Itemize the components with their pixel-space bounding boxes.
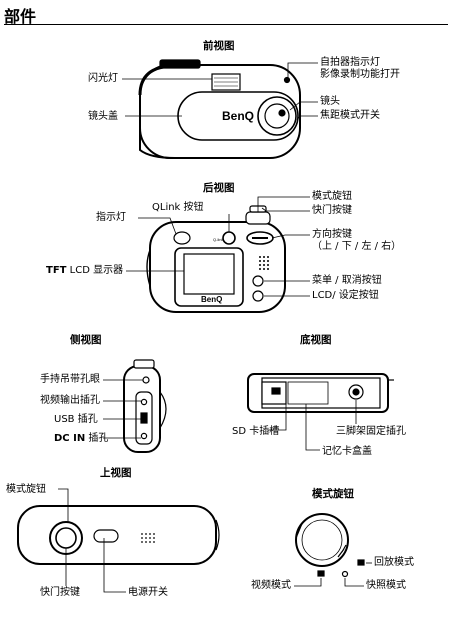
back-brand-logo: BenQ — [201, 295, 222, 304]
label-usb: USB 插孔 — [54, 414, 98, 426]
label-dcin-bold: DC IN — [54, 433, 86, 444]
card-cover-icon — [287, 381, 329, 405]
back-view-heading: 后视图 — [203, 182, 235, 194]
label-lens-cover: 镜头盖 — [88, 111, 118, 122]
label-video-out: 视频输出插孔 — [40, 395, 100, 406]
side-view-camera — [123, 359, 167, 453]
label-flash: 闪光灯 — [88, 73, 118, 84]
title-rule — [4, 24, 448, 25]
label-card-cover: 记忆卡盒盖 — [322, 446, 372, 457]
label-lcd-set: LCD/ 设定按钮 — [312, 290, 379, 301]
lens-icon — [264, 103, 290, 129]
label-dc-in: DC IN 插孔 — [54, 433, 108, 445]
label-top-mode-dial: 模式旋钮 — [6, 484, 46, 495]
dc-in-port — [140, 432, 148, 440]
lcd-screen — [183, 253, 235, 295]
menu-button-icon — [252, 275, 264, 287]
label-mode-dial: 模式旋钮 — [312, 191, 352, 202]
bottom-leader-lines — [268, 395, 357, 451]
speaker-grill — [259, 256, 269, 270]
label-playback-mode: 回放模式 — [374, 557, 414, 568]
label-focus-switch: 焦距模式开关 — [320, 110, 380, 121]
self-timer-led — [283, 76, 291, 84]
label-tft-bold: TFT — [46, 265, 67, 276]
front-brand-logo: BenQ — [222, 109, 254, 123]
lcd-set-button-icon — [252, 290, 264, 302]
side-leader-lines — [103, 379, 143, 439]
bottom-view-heading: 底视图 — [300, 334, 332, 346]
label-tripod: 三脚架固定插孔 — [336, 426, 406, 437]
label-tft-rest: LCD 显示器 — [66, 265, 124, 276]
mode-dial-knob — [245, 211, 271, 225]
label-strap-eyelet: 手持吊带孔眼 — [40, 374, 100, 385]
front-view-camera — [138, 59, 301, 159]
video-out-port — [140, 398, 148, 406]
qlink-tiny-label: Q-link — [213, 237, 223, 242]
label-direction: 方向按键 — [312, 229, 352, 240]
dial-leader-lines — [294, 562, 372, 587]
power-switch-icon — [93, 529, 119, 543]
back-leader-lines — [126, 196, 310, 297]
label-photo-mode: 快照模式 — [366, 580, 406, 591]
label-usb-bold: USB — [54, 414, 75, 425]
label-lens: 镜头 — [320, 96, 340, 107]
strap-eyelet-icon — [142, 376, 150, 384]
label-direction-detail: （上 / 下 / 左 / 右） — [312, 241, 402, 252]
side-view-heading: 侧视图 — [70, 334, 102, 346]
label-tft-lcd: TFT LCD 显示器 — [46, 265, 123, 277]
top-shutter-icon — [55, 527, 77, 549]
video-mode-icon — [317, 570, 325, 577]
label-video-mode: 视频模式 — [251, 580, 291, 591]
indicator-light — [173, 231, 191, 245]
label-self-timer: 自拍器指示灯 — [320, 57, 380, 68]
label-menu: 菜单 / 取消按钮 — [312, 275, 382, 286]
label-power-switch: 电源开关 — [128, 587, 168, 598]
usb-port — [140, 412, 148, 424]
label-top-shutter: 快门按键 — [40, 587, 80, 598]
bottom-view-camera — [247, 373, 394, 413]
top-view-camera — [17, 505, 220, 565]
label-qlink: QLink 按钮 — [152, 202, 204, 213]
back-view-camera — [146, 205, 286, 313]
label-shutter: 快门按键 — [312, 205, 352, 216]
label-sd-slot: SD 卡插槽 — [232, 426, 280, 437]
mode-dial-heading: 模式旋钮 — [312, 488, 354, 500]
label-dcin-rest: 插孔 — [85, 433, 109, 444]
front-view-heading: 前视图 — [203, 40, 235, 52]
photo-mode-icon — [341, 570, 349, 578]
front-leader-lines — [122, 62, 318, 121]
front-top-button — [159, 59, 201, 69]
qlink-button-icon — [222, 231, 236, 245]
label-usb-rest: 插孔 — [74, 414, 98, 425]
label-recording-on: 影像录制功能打开 — [320, 69, 400, 80]
mode-dial-detail — [295, 513, 365, 578]
label-indicator: 指示灯 — [96, 212, 126, 223]
page-title: 部件 — [4, 7, 37, 26]
top-leader-lines — [58, 488, 126, 593]
playback-mode-icon — [357, 559, 365, 566]
top-view-heading: 上视图 — [100, 467, 132, 479]
